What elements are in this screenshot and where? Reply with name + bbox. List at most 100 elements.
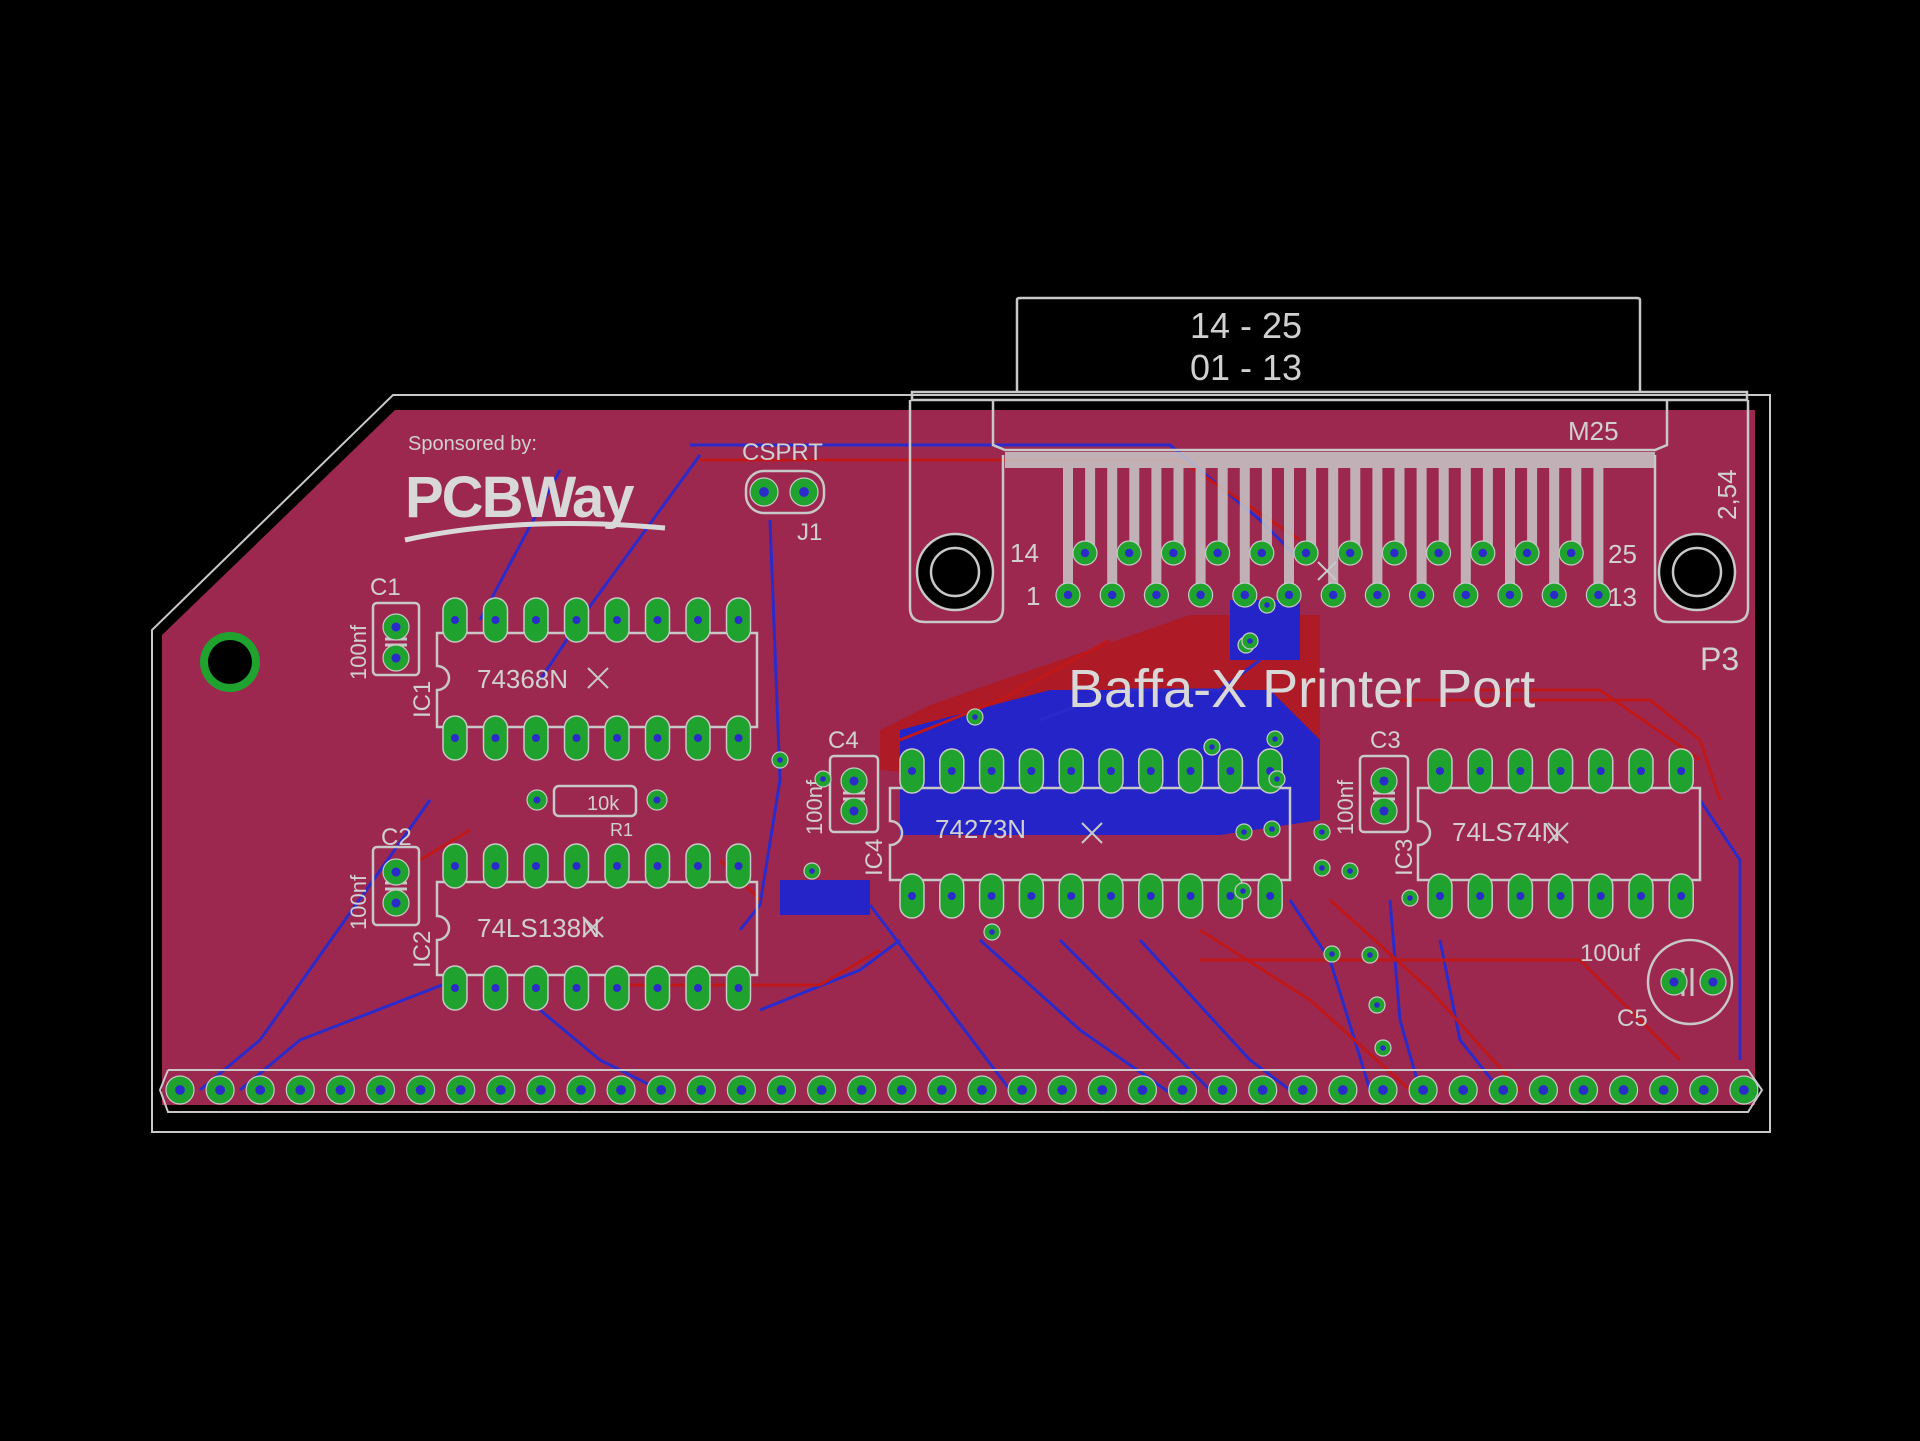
edge-pad-drill [1498, 1085, 1509, 1095]
edge-pad-drill [1378, 1085, 1388, 1095]
edge-pad-drill [1338, 1085, 1348, 1095]
r1-ref: R1 [610, 820, 633, 840]
ic1-ref: IC1 [409, 681, 436, 718]
ic4-pad-drill [1067, 892, 1076, 900]
c5-value: 100uf [1580, 940, 1640, 967]
via-drill [1329, 951, 1335, 957]
dsub-finger [1129, 468, 1140, 553]
capacitor-pad-drill [849, 776, 859, 786]
dsub-pad-bottom-drill [1063, 590, 1073, 600]
ic4-outline [888, 786, 1292, 882]
ic4-pad-drill [947, 767, 956, 775]
via-drill [820, 776, 826, 782]
ic3-pad-drill [1637, 892, 1645, 900]
ic3-pad-drill [1436, 767, 1444, 775]
bottom-trace [478, 469, 562, 621]
edge-pad-drill [896, 1085, 907, 1095]
edge-pad-drill [696, 1085, 707, 1095]
ic1-pad-drill [694, 616, 702, 624]
ic2-pad-drill [572, 984, 581, 992]
mounting-hole-drill [208, 640, 252, 684]
ic3-pad-drill [1476, 892, 1485, 900]
edge-pad-drill [816, 1085, 827, 1095]
ic1-pad-drill [572, 734, 581, 742]
j1-signal: CSPRT [742, 439, 823, 466]
capacitor-pad-drill [849, 806, 859, 816]
dsub-finger [1350, 468, 1361, 553]
dsub-finger [1173, 468, 1184, 553]
dsub-pad-top-drill [1169, 548, 1178, 558]
bottom-trace [539, 1008, 661, 1092]
ic1-pad-drill [532, 734, 540, 742]
edge-pad-drill [1739, 1085, 1749, 1095]
ic3-pad-drill [1637, 767, 1645, 775]
edge-pad-drill [415, 1085, 426, 1095]
c1-ref: C1 [370, 574, 401, 601]
via-drill [1241, 829, 1247, 835]
ic2-pad-drill [694, 862, 702, 870]
ic4-pad-drill [1266, 892, 1275, 900]
dsub-pad-top-drill [1125, 548, 1134, 558]
dsub-pad-bottom-drill [1417, 590, 1426, 600]
ic2-pad-drill [734, 862, 743, 870]
ic1-pad-drill [694, 734, 702, 742]
dsub-finger [1306, 468, 1317, 553]
connector-value: M25 [1568, 416, 1619, 446]
ic4-pad-drill [908, 892, 916, 900]
top-trace [1400, 698, 1722, 801]
capacitor-pad-drill [1379, 806, 1389, 816]
ic2-value: 74LS138N [477, 913, 600, 943]
via-drill [1274, 776, 1280, 782]
ic3-pad-drill [1516, 892, 1525, 900]
resistor-pad-drill [653, 796, 661, 804]
resistor-r1-body [552, 784, 638, 818]
via-drill [1264, 602, 1270, 608]
ic3-pad-drill [1596, 767, 1605, 775]
edge-pad-drill [295, 1085, 306, 1095]
dsub-pad-bottom-drill [1505, 590, 1515, 600]
ic2-pad-drill [532, 984, 540, 992]
via-drill [1247, 638, 1253, 644]
dsub-pad-top-drill [1567, 548, 1576, 558]
ic4-pad-drill [1027, 892, 1036, 900]
ic2-pad-drill [451, 984, 459, 992]
edge-connector-pads [158, 1069, 1764, 1113]
via-drill [989, 929, 995, 935]
dsub-pad-top-drill [1434, 548, 1443, 558]
c2-value: 100nf [346, 874, 371, 930]
ic4-pad-drill [1146, 892, 1155, 900]
dsub-pad-top-drill [1478, 548, 1488, 558]
ic1-pad-drill [734, 616, 743, 624]
ic4-pad-drill [1027, 767, 1036, 775]
bottom-trace [1058, 938, 1212, 1092]
board-edge [151, 394, 1771, 1133]
ic1-pad-drill [613, 734, 621, 742]
dsub-pad-bottom-drill [1594, 590, 1603, 600]
dsub-pad-top-drill [1257, 548, 1267, 558]
top-trace [1199, 928, 1412, 1092]
ic4-pad-drill [987, 892, 996, 900]
ic3-pad-drill [1596, 892, 1605, 900]
dsub-pad-bottom-drill [1329, 590, 1338, 600]
jumper-pad-drill [799, 487, 809, 497]
r1-value: 10k [587, 793, 620, 815]
capacitor-pad-drill [391, 867, 401, 877]
edge-pad-drill [1698, 1085, 1709, 1095]
ic2-outline [435, 880, 759, 977]
edge-pad-drill [856, 1085, 867, 1095]
ic4-pad-drill [1226, 892, 1235, 900]
edge-pad-drill [1658, 1085, 1669, 1095]
edge-pad-drill [335, 1085, 346, 1095]
dsub-finger [1217, 468, 1228, 553]
capacitor-pad-drill [1708, 977, 1718, 987]
dsub-pad-top-drill [1390, 548, 1399, 558]
c2-ref: C2 [381, 824, 412, 851]
dsub-finger [1438, 468, 1449, 553]
ic3-value: 74LS74N [1452, 817, 1560, 847]
bottom-trace [868, 904, 1012, 1091]
ic2-pad-drill [491, 984, 500, 992]
via-drill [1347, 868, 1353, 874]
ic2-ref: IC2 [409, 931, 436, 968]
edge-pad-drill [1458, 1085, 1469, 1095]
